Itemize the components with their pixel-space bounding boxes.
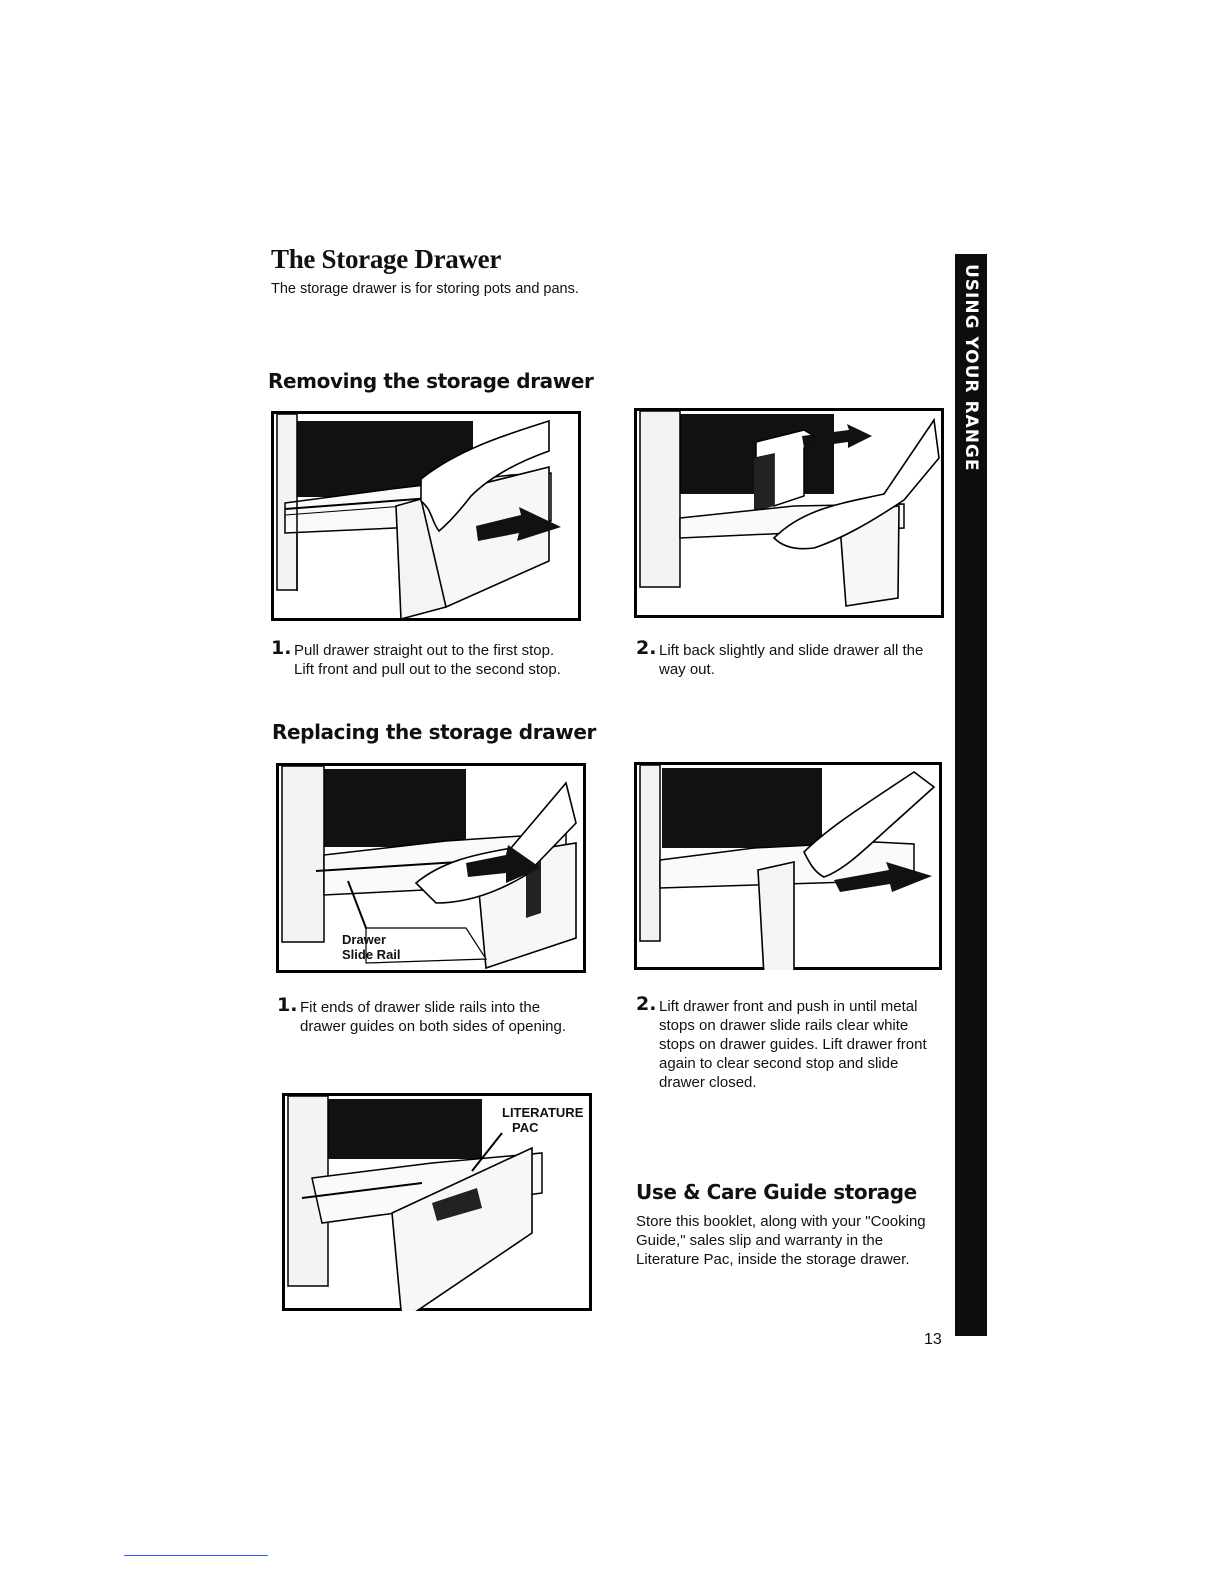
page-title: The Storage Drawer	[271, 244, 502, 274]
side-tab: USING YOUR RANGE	[955, 254, 987, 1336]
step-number: 2.	[636, 637, 657, 659]
step-text: Lift back slightly and slide drawer all …	[659, 642, 924, 678]
step-number: 1.	[271, 637, 292, 659]
literature-label-line-2: PAC	[512, 1120, 539, 1135]
removing-step-1: 1. Pull drawer straight out to the first…	[271, 637, 561, 679]
guide-storage-text: Store this booklet, along with your "Coo…	[636, 1213, 926, 1268]
replacing-step-1: 1. Fit ends of drawer slide rails into t…	[277, 994, 567, 1036]
replacing-step-2: 2. Lift drawer front and push in until m…	[636, 993, 931, 1092]
illustration-pull-drawer	[271, 411, 581, 621]
callout-line-1: Drawer	[342, 932, 387, 947]
illustration-push-in	[634, 762, 942, 970]
callout-line-2: Slide Rail	[342, 947, 401, 962]
removing-step-2: 2. Lift back slightly and slide drawer a…	[636, 637, 941, 679]
page-number: 13	[924, 1331, 942, 1348]
guide-storage-heading: Use & Care Guide storage	[636, 1180, 917, 1204]
step-text: Fit ends of drawer slide rails into the …	[300, 999, 567, 1035]
removing-heading: Removing the storage drawer	[268, 369, 594, 393]
step-number: 2.	[636, 993, 657, 1015]
side-tab-label: USING YOUR RANGE	[961, 264, 981, 472]
replacing-heading: Replacing the storage drawer	[272, 720, 596, 744]
intro-text: The storage drawer is for storing pots a…	[271, 281, 579, 297]
step-text: Lift drawer front and push in until meta…	[659, 998, 927, 1091]
step-number: 1.	[277, 994, 298, 1016]
illustration-lift-back	[634, 408, 944, 618]
illustration-fit-rails: Drawer Slide Rail	[276, 763, 586, 973]
literature-label-line-1: LITERATURE	[502, 1105, 584, 1120]
literature-pac-label: LITERATURE PAC	[502, 1105, 583, 1135]
illustration-literature-pac: LITERATURE PAC	[282, 1093, 592, 1311]
step-text: Pull drawer straight out to the first st…	[294, 642, 561, 678]
drawer-slide-rail-callout: Drawer Slide Rail	[342, 932, 401, 962]
footnote-rule	[124, 1555, 268, 1556]
